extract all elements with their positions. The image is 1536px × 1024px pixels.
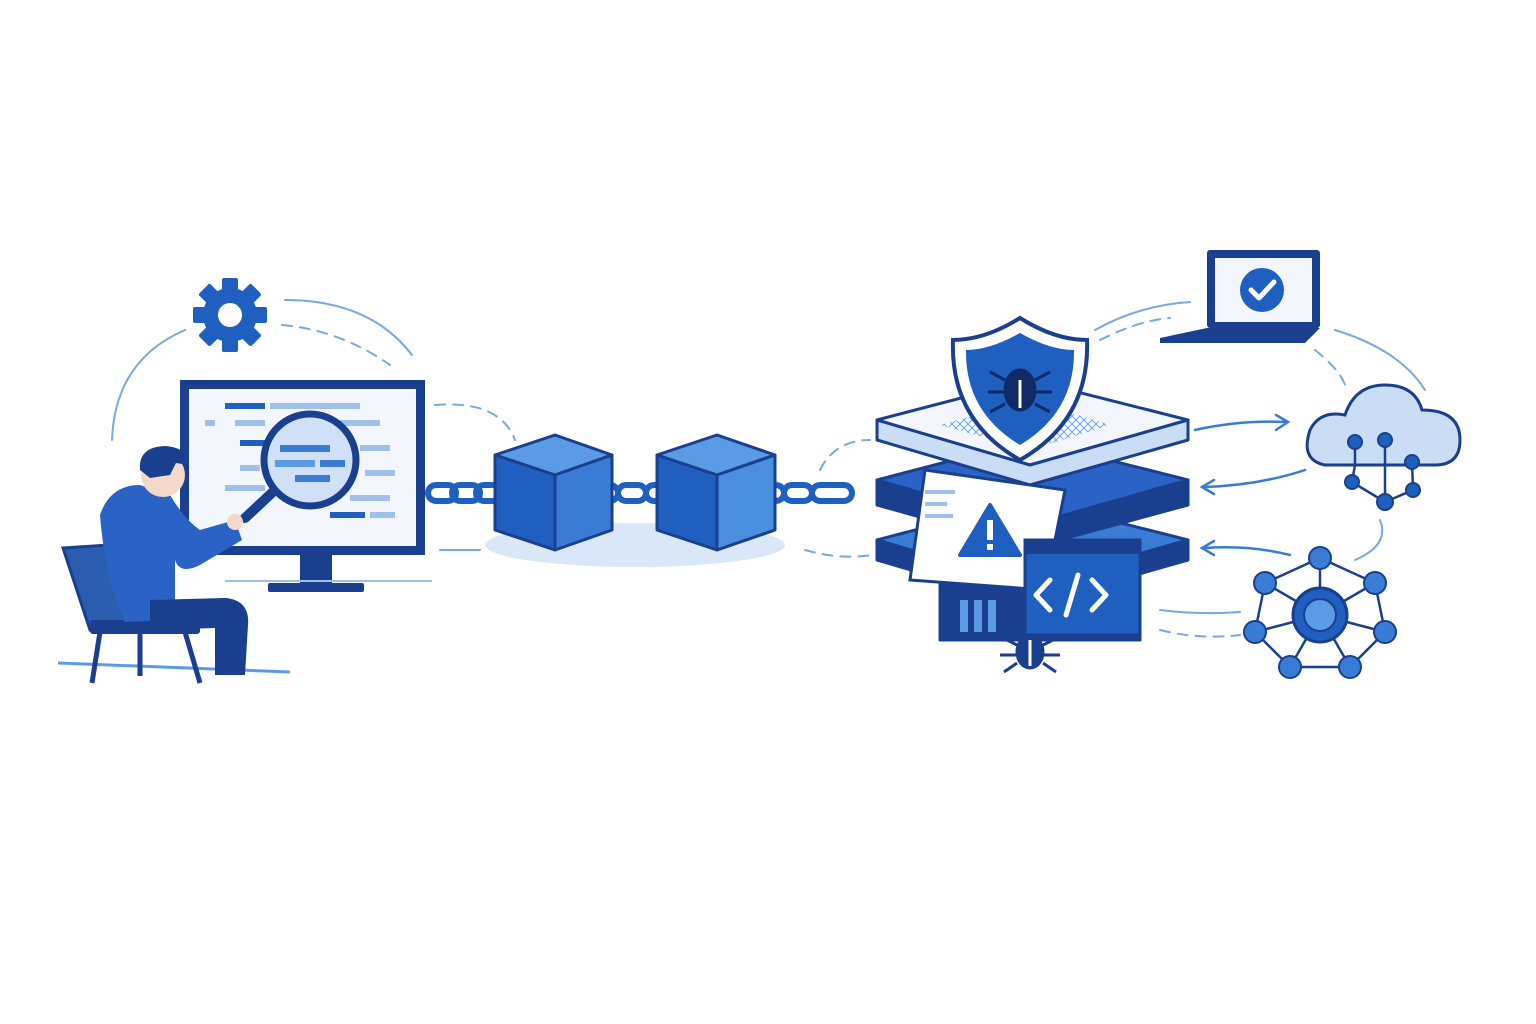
magnifier-icon <box>240 410 360 523</box>
code-lines <box>205 403 395 518</box>
code-window-icon <box>1023 538 1142 637</box>
bug-icon <box>988 368 1052 414</box>
shield-bug-icon <box>950 315 1090 463</box>
gear-icon <box>193 278 267 352</box>
developer-person <box>57 446 291 684</box>
laptop-check-icon <box>1160 250 1320 343</box>
chain-link-icon <box>425 482 855 504</box>
connector-lines <box>111 299 1426 638</box>
data-flow-arrows <box>1193 413 1307 557</box>
blockchain <box>425 433 855 567</box>
block-cube-icon <box>655 433 777 552</box>
bug-icon <box>1000 634 1060 674</box>
cloud-network-icon <box>1305 383 1462 511</box>
block-cube-icon <box>493 433 614 552</box>
network-globe-icon <box>1243 546 1397 679</box>
